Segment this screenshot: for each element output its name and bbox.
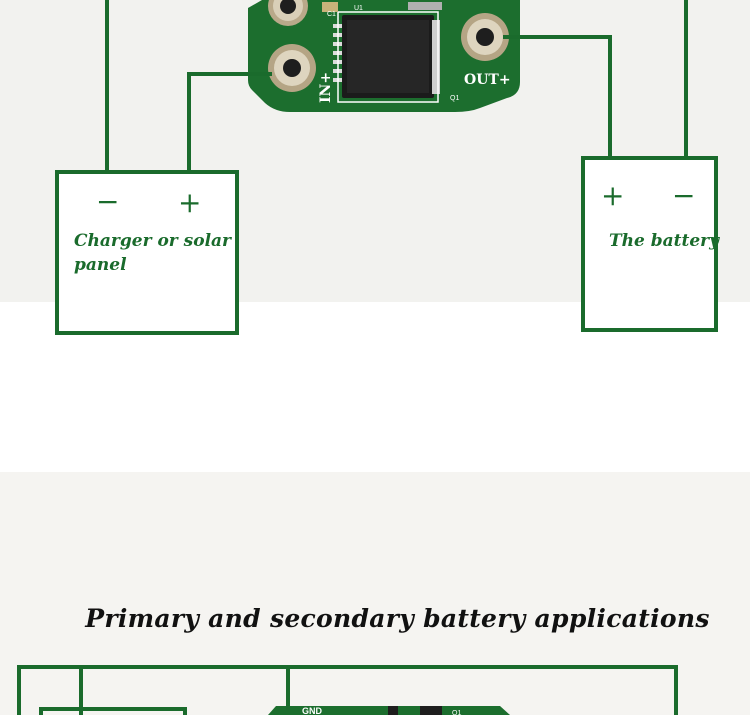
terminal-top-left <box>268 0 308 26</box>
bottom-box-top <box>39 707 187 715</box>
u1-label: U1 <box>354 5 363 12</box>
chip-silkscreen <box>337 11 439 103</box>
wire-charger-plus <box>187 72 272 174</box>
battery-label: The battery <box>609 231 720 251</box>
gnd-label: GND <box>302 706 323 715</box>
bottom-diagram: GND Q1 <box>17 665 678 715</box>
chip-tab-right <box>432 20 440 94</box>
charger-label: Charger or solar panel <box>74 231 231 275</box>
terminal-in-plus <box>268 44 316 92</box>
section-heading: Primary and secondary battery applicatio… <box>85 604 710 633</box>
pcb-board: C1 U1 Q1 IN+ OUT+ <box>248 0 520 112</box>
c1-label: C1 <box>327 11 336 18</box>
wire-battery-plus <box>503 35 612 160</box>
terminal-out-plus <box>461 13 509 61</box>
bottom-component-2 <box>420 706 442 715</box>
bottom-component-1 <box>388 706 398 715</box>
out-plus-label: OUT+ <box>464 72 511 88</box>
smd-component <box>408 2 442 10</box>
charger-minus-sign: − <box>96 185 120 218</box>
bottom-q1-label: Q1 <box>452 710 461 715</box>
charger-plus-sign: + <box>178 186 202 219</box>
capacitor-c1-part <box>322 2 338 12</box>
charger-box <box>55 170 239 335</box>
battery-box <box>581 156 718 332</box>
battery-plus-sign: + <box>601 179 625 212</box>
bottom-panel-background <box>0 472 750 715</box>
top-wires <box>105 0 688 174</box>
chip-u1-face <box>347 20 429 93</box>
q1-label: Q1 <box>450 95 459 102</box>
battery-minus-sign: − <box>672 179 696 212</box>
bottom-wires <box>17 665 678 715</box>
bottom-wire-frame <box>17 665 678 715</box>
in-plus-label: IN+ <box>318 72 334 103</box>
